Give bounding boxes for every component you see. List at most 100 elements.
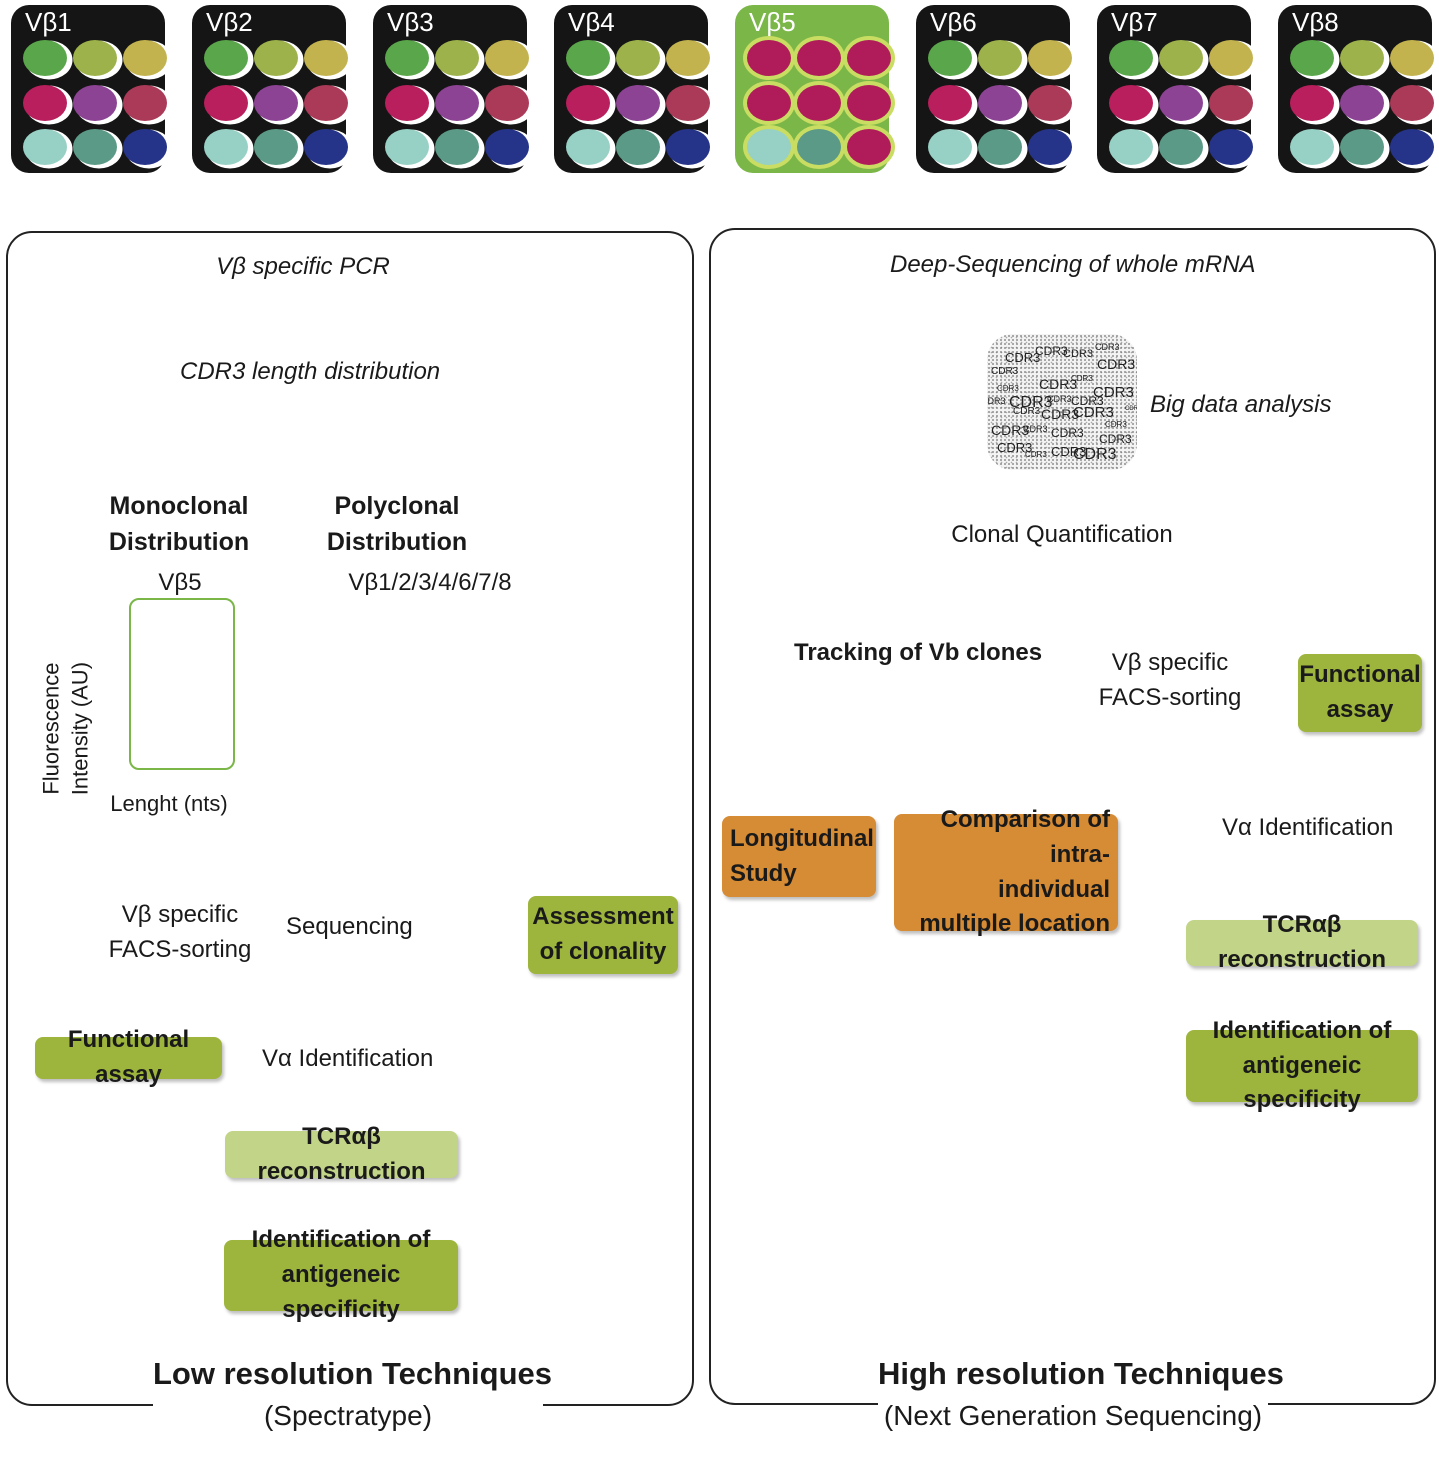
plate-well bbox=[847, 85, 891, 121]
plate-well bbox=[978, 85, 1022, 121]
plate-well bbox=[304, 85, 348, 121]
cdr3-word: CDR3 bbox=[1041, 406, 1080, 422]
vb-plate-label: Vβ5 bbox=[749, 7, 796, 37]
plate-well bbox=[1209, 85, 1253, 121]
plate-well bbox=[1028, 129, 1072, 165]
plate-well bbox=[1109, 85, 1153, 121]
plate-well bbox=[747, 85, 791, 121]
plate-well bbox=[1159, 129, 1203, 165]
plate-well bbox=[73, 85, 117, 121]
high-title: High resolution Techniques bbox=[878, 1356, 1284, 1391]
plate-well bbox=[797, 85, 841, 121]
plate-well bbox=[1340, 85, 1384, 121]
deep-sequencing-label: Deep-Sequencing of whole mRNA bbox=[890, 251, 1256, 278]
high-panel-title: High resolution Techniques (Next Generat… bbox=[878, 1356, 1284, 1432]
vb-plate-label: Vβ1 bbox=[25, 7, 72, 37]
plate-well bbox=[797, 129, 841, 165]
cdr3-word: CDR3 bbox=[1013, 406, 1041, 417]
vb-plate-label: Vβ2 bbox=[206, 7, 253, 37]
comparison-box: Comparison of intra- individual multiple… bbox=[894, 806, 1118, 937]
cdr3-word: CDR3 bbox=[1073, 404, 1114, 421]
plate-well bbox=[566, 129, 610, 165]
plate-well bbox=[1159, 85, 1203, 121]
plate-well bbox=[1209, 129, 1253, 165]
plate-well bbox=[928, 129, 972, 165]
vb-plate-7: Vβ7 bbox=[1097, 5, 1253, 173]
vb-plate-label: Vβ8 bbox=[1292, 7, 1339, 37]
plate-well bbox=[254, 40, 298, 76]
plate-well bbox=[304, 40, 348, 76]
high-tcr-reconstruction-box: TCRαβ reconstruction bbox=[1186, 911, 1418, 973]
plate-well bbox=[666, 40, 710, 76]
low-tcr-reconstruction-box: TCRαβ reconstruction bbox=[225, 1123, 458, 1185]
plate-well bbox=[666, 129, 710, 165]
plate-well bbox=[1109, 40, 1153, 76]
plate-well bbox=[747, 40, 791, 76]
cdr3-length-distribution-label: CDR3 length distribution bbox=[180, 358, 441, 385]
vb-plate-8: Vβ8 bbox=[1278, 5, 1434, 173]
low-functional-assay-box: Functional assay bbox=[35, 1026, 222, 1088]
low-antigenic-specificity-box: Identification of antigeneic specificity bbox=[224, 1226, 458, 1323]
assessment-of-clonality-box: Assessment of clonality bbox=[528, 896, 678, 974]
high-facs-sorting-label: Vβ specific FACS-sorting bbox=[1098, 649, 1242, 711]
vb-plate-2: Vβ2 bbox=[192, 5, 348, 173]
plate-well bbox=[485, 85, 529, 121]
length-axis-label: Lenght (nts) bbox=[110, 791, 228, 816]
monoclonal-vb-label: Vβ5 bbox=[158, 569, 202, 596]
vb-plate-4: Vβ4 bbox=[554, 5, 710, 173]
plate-well bbox=[1390, 85, 1434, 121]
cdr3-word: CDR3 bbox=[1097, 356, 1136, 372]
low-va-identification-label: Vα Identification bbox=[262, 1045, 434, 1072]
plate-well bbox=[978, 129, 1022, 165]
vb-plate-1: Vβ1 bbox=[11, 5, 167, 173]
plate-well bbox=[23, 85, 67, 121]
monoclonal-distribution-label: Monoclonal Distribution bbox=[108, 492, 250, 557]
cdr3-word: CDR3 bbox=[1023, 424, 1048, 434]
high-va-identification-label: Vα Identification bbox=[1222, 814, 1394, 841]
cdr3-word: CDR3 bbox=[1051, 444, 1087, 459]
high-functional-assay-box: Functional assay bbox=[1298, 654, 1422, 732]
cdr3-word: CDR3 bbox=[997, 384, 1019, 393]
plate-well bbox=[1290, 129, 1334, 165]
polyclonal-distribution-label: Polyclonal Distribution bbox=[326, 492, 468, 557]
plate-well bbox=[385, 85, 429, 121]
cdr3-word: CDR3 bbox=[1125, 406, 1137, 412]
plate-well bbox=[1390, 129, 1434, 165]
cdr3-word: CDR3 bbox=[1035, 344, 1068, 358]
plate-well bbox=[747, 129, 791, 165]
plate-well bbox=[204, 40, 248, 76]
plate-well bbox=[23, 129, 67, 165]
low-facs-sorting-label: Vβ specific FACS-sorting bbox=[108, 901, 252, 963]
plate-well bbox=[385, 40, 429, 76]
cdr3-word: CDR3 bbox=[997, 440, 1033, 455]
cdr3-word: CDR3 bbox=[987, 396, 1006, 406]
cdr3-word: CDR3 bbox=[1073, 446, 1117, 463]
cdr3-word: CDR3 bbox=[1051, 426, 1084, 440]
plate-well bbox=[928, 85, 972, 121]
plate-well bbox=[797, 40, 841, 76]
plate-well bbox=[485, 129, 529, 165]
plate-well bbox=[73, 40, 117, 76]
plate-well bbox=[254, 129, 298, 165]
cdr3-word: CDR3 bbox=[1095, 342, 1120, 352]
plate-well bbox=[1340, 129, 1384, 165]
cdr3-word: CDR3 bbox=[991, 422, 1030, 438]
longitudinal-study-box: Longitudinal Study bbox=[722, 816, 876, 897]
plate-well bbox=[616, 85, 660, 121]
low-subtitle: (Spectratype) bbox=[263, 1400, 433, 1431]
cdr3-word: CDR3 bbox=[1105, 420, 1127, 429]
vb-plate-6: Vβ6 bbox=[916, 5, 1072, 173]
cdr3-word: CDR3 bbox=[1063, 348, 1093, 360]
plate-well bbox=[73, 129, 117, 165]
vb-plate-3: Vβ3 bbox=[373, 5, 529, 173]
vb-plate-label: Vβ3 bbox=[387, 7, 434, 37]
plate-well bbox=[978, 40, 1022, 76]
plate-well bbox=[1028, 40, 1072, 76]
cdr3-word: CDR3 bbox=[991, 366, 1019, 377]
fluorescence-axis-label: Fluorescence Intensity (AU) bbox=[38, 661, 92, 796]
plate-well bbox=[485, 40, 529, 76]
plate-well bbox=[847, 40, 891, 76]
plate-well bbox=[1290, 40, 1334, 76]
cdr3-word: CDR3 bbox=[1039, 376, 1078, 392]
